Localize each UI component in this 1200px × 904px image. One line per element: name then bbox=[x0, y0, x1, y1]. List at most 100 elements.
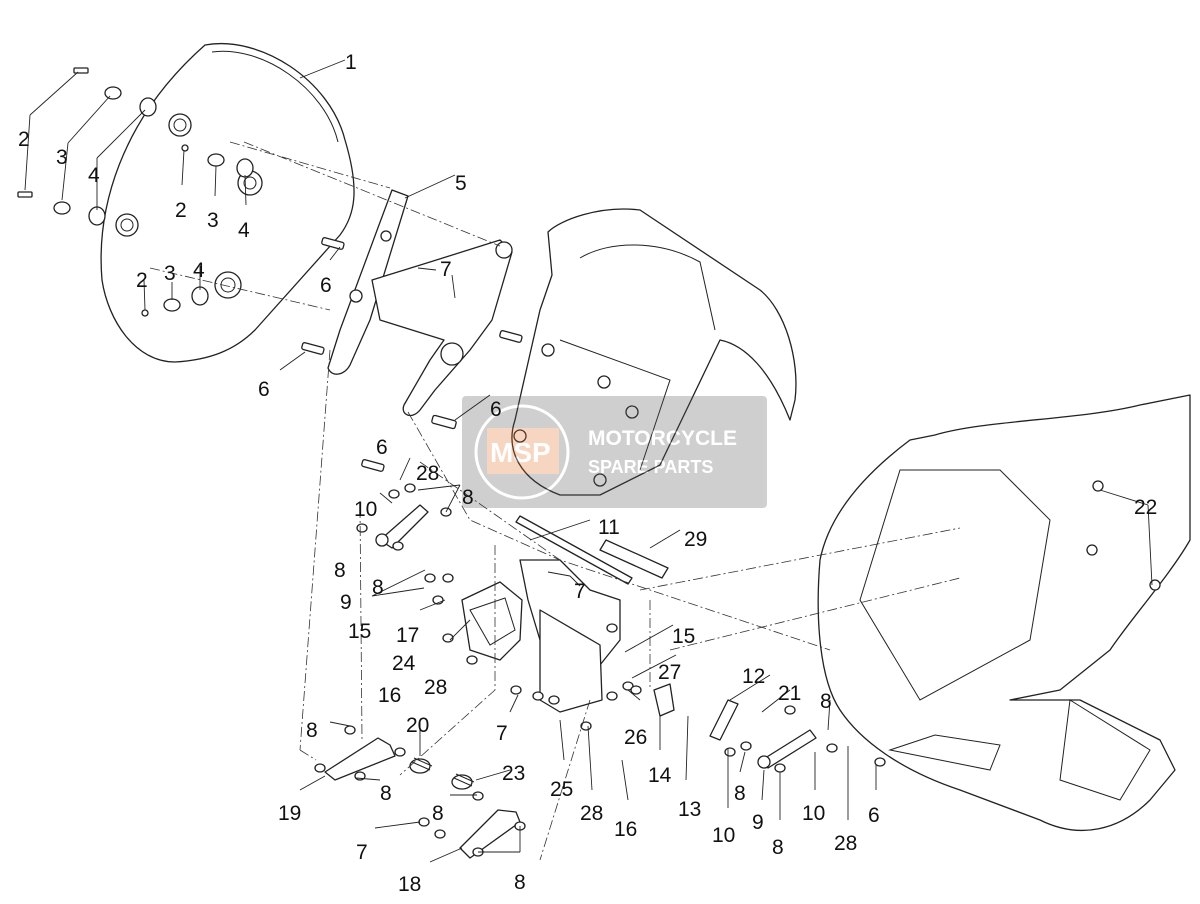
washer-icon bbox=[104, 86, 122, 100]
callout-c7d: 7 bbox=[356, 841, 368, 864]
spring-23 bbox=[451, 773, 475, 790]
callout-c25: 25 bbox=[550, 778, 573, 801]
callout-c8j: 8 bbox=[772, 836, 784, 859]
callout-c8a: 8 bbox=[462, 486, 474, 509]
windshield bbox=[100, 43, 355, 363]
washer-icon bbox=[404, 483, 416, 493]
callout-c28a: 28 bbox=[416, 462, 439, 485]
washer-icon bbox=[314, 763, 326, 773]
watermark-sub: SPARE PARTS bbox=[588, 457, 713, 477]
callout-c24: 24 bbox=[392, 652, 416, 675]
callout-c8h: 8 bbox=[514, 871, 526, 894]
shaft bbox=[515, 515, 633, 585]
washer-icon bbox=[784, 705, 796, 715]
callout-c15a: 15 bbox=[348, 620, 371, 643]
screw-icon bbox=[17, 191, 33, 198]
callout-c18: 18 bbox=[398, 873, 421, 896]
lever-upper-left bbox=[375, 504, 429, 549]
callout-c26: 26 bbox=[624, 726, 647, 749]
callout-c7b: 7 bbox=[574, 580, 586, 603]
washer-icon bbox=[774, 763, 786, 773]
callout-c8c: 8 bbox=[372, 576, 384, 599]
inner-fairing bbox=[511, 208, 797, 496]
callout-c2c: 2 bbox=[136, 269, 148, 292]
callout-c20: 20 bbox=[406, 714, 429, 737]
washer-icon bbox=[207, 153, 225, 167]
tube bbox=[599, 539, 669, 579]
front-fairing bbox=[817, 394, 1191, 832]
callout-c16b: 16 bbox=[614, 818, 637, 841]
washer-icon bbox=[53, 201, 71, 215]
callout-c21: 21 bbox=[778, 682, 801, 705]
lever-right bbox=[757, 729, 817, 769]
washer-icon bbox=[388, 489, 400, 499]
callout-c8d: 8 bbox=[820, 690, 832, 713]
bushing-icon bbox=[139, 97, 157, 117]
washer-icon bbox=[344, 725, 356, 735]
callout-c7a: 7 bbox=[440, 258, 452, 281]
callout-c12: 12 bbox=[742, 665, 765, 688]
washer-icon bbox=[606, 623, 618, 633]
callout-c2a: 2 bbox=[18, 128, 30, 151]
washer-icon bbox=[356, 523, 368, 533]
washer-icon bbox=[874, 757, 886, 767]
leader-lines bbox=[24, 59, 1153, 863]
callout-c6e: 6 bbox=[868, 804, 880, 827]
callout-c3a: 3 bbox=[56, 146, 68, 169]
callout-c19: 19 bbox=[278, 802, 301, 825]
callout-c3c: 3 bbox=[164, 262, 176, 285]
washer-icon bbox=[163, 298, 181, 312]
callout-c5: 5 bbox=[455, 172, 467, 195]
washer-icon bbox=[466, 655, 478, 665]
washer-icon bbox=[510, 685, 522, 695]
actuator-motor bbox=[461, 581, 523, 661]
support-plate bbox=[519, 559, 621, 713]
knob-14 bbox=[653, 683, 675, 717]
washer-icon bbox=[532, 691, 544, 701]
screw-icon bbox=[141, 309, 149, 317]
washer-icon bbox=[630, 685, 642, 695]
callout-c9a: 9 bbox=[340, 591, 352, 614]
callout-c8b: 8 bbox=[334, 559, 346, 582]
callout-c27: 27 bbox=[658, 661, 681, 684]
callout-c4b: 4 bbox=[238, 219, 250, 242]
washer-icon bbox=[418, 817, 430, 827]
callout-c6c: 6 bbox=[490, 398, 502, 421]
callout-c28d: 28 bbox=[834, 832, 857, 855]
callout-c10c: 10 bbox=[802, 802, 825, 825]
callout-c8i: 8 bbox=[734, 782, 746, 805]
callout-c6b: 6 bbox=[258, 378, 270, 401]
callout-c9b: 9 bbox=[752, 811, 764, 834]
bushing-icon bbox=[236, 158, 254, 178]
pins bbox=[301, 237, 523, 472]
callout-c4c: 4 bbox=[193, 259, 205, 282]
callout-c1: 1 bbox=[345, 51, 357, 74]
arm-18 bbox=[459, 809, 521, 859]
callout-c2b: 2 bbox=[175, 199, 187, 222]
windshield-bracket bbox=[327, 189, 513, 417]
callout-c8f: 8 bbox=[380, 782, 392, 805]
washer-icon bbox=[724, 747, 736, 757]
callout-c15b: 15 bbox=[672, 625, 695, 648]
washer-icon bbox=[740, 741, 752, 751]
callout-c4a: 4 bbox=[88, 164, 100, 187]
washer-icon bbox=[606, 691, 618, 701]
screw-icon bbox=[73, 67, 89, 74]
watermark-logo: MSP bbox=[490, 437, 551, 468]
callout-c28b: 28 bbox=[424, 676, 447, 699]
watermark: MSP MOTORCYCLE SPARE PARTS bbox=[462, 396, 767, 508]
arm-19 bbox=[324, 737, 396, 781]
washer-icon bbox=[392, 541, 404, 551]
callout-c11: 11 bbox=[598, 516, 620, 539]
callout-c14: 14 bbox=[648, 764, 672, 787]
callout-c16a: 16 bbox=[378, 684, 401, 707]
callout-c23: 23 bbox=[502, 762, 525, 785]
screw-icon bbox=[181, 144, 189, 152]
callout-c8g: 8 bbox=[432, 802, 444, 825]
dashed-guides bbox=[149, 141, 961, 861]
callout-c28c: 28 bbox=[580, 802, 603, 825]
callout-c3b: 3 bbox=[207, 209, 219, 232]
